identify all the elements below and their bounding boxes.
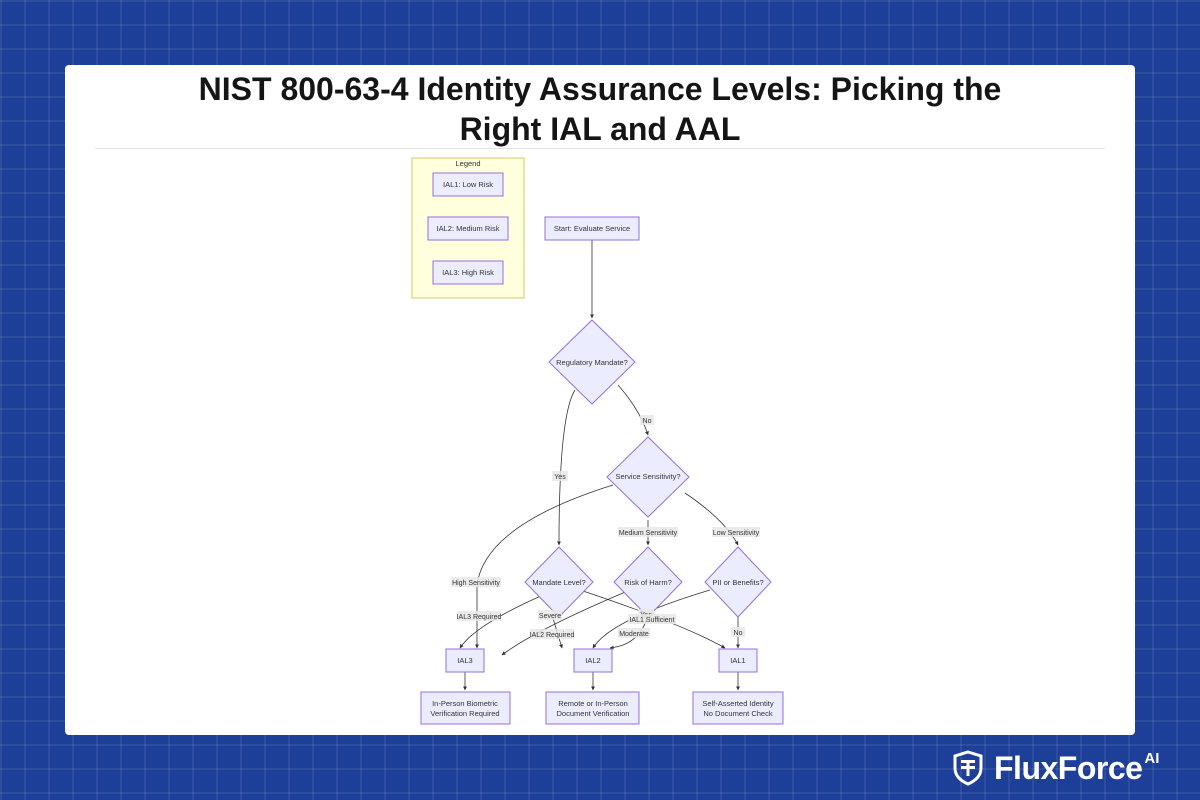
node-ial1-outcome: Self-Asserted Identity No Document Check [692,691,784,725]
edge-label-high-sensitivity: High Sensitivity [451,577,501,587]
brand-suffix: AI [1144,749,1160,767]
legend: Legend IAL1: Low Risk IAL2: Medium Risk … [411,157,525,299]
edge-label-medium-sensitivity: Medium Sensitivity [618,527,678,537]
svg-text:In-Person Biometric: In-Person Biometric [432,699,498,708]
diagram-card: NIST 800-63-4 Identity Assurance Levels:… [65,65,1135,735]
svg-text:Severe: Severe [539,613,561,620]
svg-text:IAL3: High Risk: IAL3: High Risk [442,268,494,277]
svg-text:IAL2 Required: IAL2 Required [530,632,575,639]
title-line-1: NIST 800-63-4 Identity Assurance Levels:… [198,71,1002,107]
edges [459,240,740,691]
edge-label-severe: Severe [538,610,562,620]
flowchart: Legend IAL1: Low Risk IAL2: Medium Risk … [411,157,784,725]
edge-risk-ial3 [501,589,631,656]
title-line-2: Right IAL and AAL [459,111,741,147]
svg-text:IAL1: IAL1 [730,656,745,665]
legend-title: Legend [455,159,480,168]
edge-label-yes: Yes [552,471,568,481]
node-pii-benefits: PII or Benefits? [704,546,772,618]
edge-sensitivity-pii [684,492,739,546]
svg-text:Document Verification: Document Verification [557,709,630,718]
node-service-sensitivity: Service Sensitivity? [606,436,690,518]
node-ial2-outcome: Remote or In-Person Document Verificatio… [545,691,640,725]
svg-text:Low Sensitivity: Low Sensitivity [713,530,760,537]
svg-text:IAL3 Required: IAL3 Required [457,614,502,621]
svg-text:No Document Check: No Document Check [703,709,772,718]
svg-text:Moderate: Moderate [619,631,649,638]
svg-text:High Sensitivity: High Sensitivity [452,580,500,587]
edge-label-moderate: Moderate [618,628,650,638]
node-regulatory-mandate: Regulatory Mandate? [548,319,636,405]
node-ial2: IAL2 [573,648,613,673]
svg-text:Service Sensitivity?: Service Sensitivity? [615,472,680,481]
svg-text:PII or Benefits?: PII or Benefits? [712,578,763,587]
legend-item-ial2: IAL2: Medium Risk [427,216,509,241]
node-risk-of-harm: Risk of Harm? [613,546,683,618]
shield-logo-icon [953,750,983,786]
brand-logo: FluxForce AI [952,744,1159,792]
edge-mandate-ial3 [459,594,544,649]
svg-text:Self-Asserted Identity: Self-Asserted Identity [702,699,774,708]
svg-text:IAL1: Low Risk: IAL1: Low Risk [443,180,493,189]
edge-label-ial3-required: IAL3 Required [457,611,502,621]
node-ial1: IAL1 [718,648,758,673]
svg-text:Medium Sensitivity: Medium Sensitivity [619,530,678,537]
edge-label-ial1-sufficient: IAL1 Sufficient [628,614,676,624]
svg-text:IAL1 Sufficient: IAL1 Sufficient [629,617,674,624]
legend-item-ial1: IAL1: Low Risk [432,172,504,197]
svg-text:No: No [643,418,652,425]
brand-name: FluxForce [994,749,1143,786]
svg-text:Regulatory Mandate?: Regulatory Mandate? [556,358,628,367]
edge-regulatory-mandate [557,389,576,546]
svg-text:IAL2: Medium Risk: IAL2: Medium Risk [437,224,500,233]
svg-text:Mandate Level?: Mandate Level? [532,578,585,587]
node-ial3-outcome: In-Person Biometric Verification Require… [420,691,511,725]
edge-label-no: No [640,415,654,425]
node-mandate-level: Mandate Level? [524,546,594,618]
title-divider [95,148,1105,149]
svg-text:Remote or In-Person: Remote or In-Person [558,699,628,708]
svg-text:Verification Required: Verification Required [430,709,499,718]
page-title: NIST 800-63-4 Identity Assurance Levels:… [65,69,1135,149]
edge-labels: No Yes Medium Sensitivity Low Sensitivit… [451,415,760,639]
legend-item-ial3: IAL3: High Risk [432,260,504,285]
node-start: Start: Evaluate Service [544,216,640,241]
edge-regulatory-sensitivity [617,384,649,436]
edge-label-low-sensitivity: Low Sensitivity [712,527,760,537]
edge-label-no-pii: No [731,627,745,637]
edge-label-ial2-required: IAL2 Required [530,629,575,639]
node-ial3: IAL3 [445,648,485,673]
svg-text:Start: Evaluate Service: Start: Evaluate Service [554,224,630,233]
svg-text:No: No [734,630,743,637]
svg-text:IAL2: IAL2 [585,656,600,665]
svg-text:IAL3: IAL3 [457,656,472,665]
svg-text:Risk of Harm?: Risk of Harm? [624,578,672,587]
svg-text:Yes: Yes [554,474,566,481]
